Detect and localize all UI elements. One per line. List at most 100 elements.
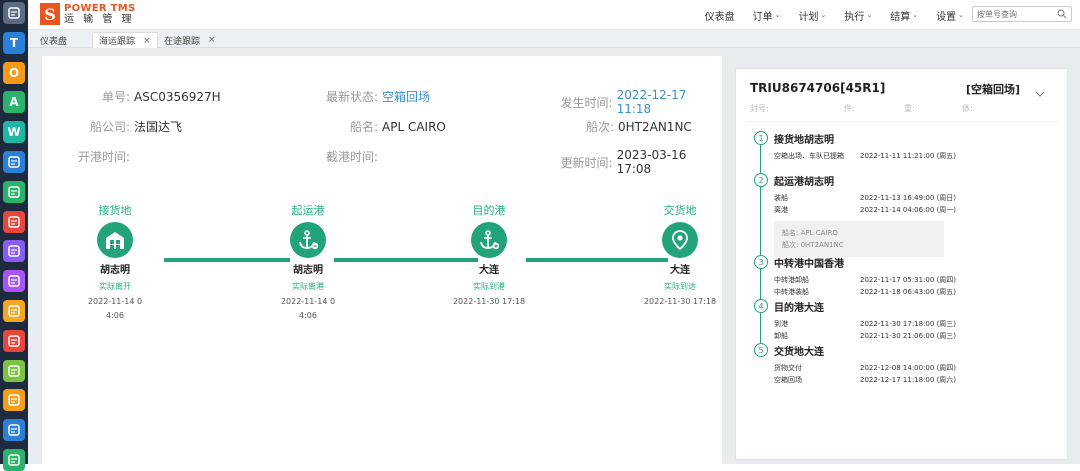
top-header: S POWER TMS 运 输 管 理 仪表盘 订单⌄ 计划⌄ 执行⌄ 结算⌄ 设置⌄ bbox=[28, 0, 1080, 30]
chevron-down-icon[interactable] bbox=[1034, 85, 1048, 99]
wms-app-icon[interactable]: W bbox=[3, 121, 25, 143]
support-app-icon[interactable] bbox=[3, 330, 25, 352]
step-title: 起运港胡志明 bbox=[774, 173, 834, 188]
step-number: 5 bbox=[754, 343, 768, 357]
chevron-down-icon: ⌄ bbox=[775, 11, 781, 19]
content-area: 单号: ASC0356927H 最新状态: 空箱回场 发生时间: 2022-12… bbox=[28, 48, 1080, 464]
user-icon[interactable] bbox=[3, 2, 25, 24]
route-node-destination-port: 目的港 大连 实际到港 2022-11-30 17:18 bbox=[429, 202, 549, 309]
step-title: 交货地大连 bbox=[774, 343, 824, 358]
timeline-line bbox=[760, 187, 761, 255]
hexagon-app-icon[interactable] bbox=[3, 389, 25, 411]
leaf-app-icon[interactable] bbox=[3, 360, 25, 382]
page-tabs: 仪表盘 海运跟踪×在途跟踪× bbox=[28, 30, 1080, 48]
tms-app-icon[interactable]: T bbox=[3, 32, 25, 54]
tab-0[interactable]: 仪表盘 bbox=[34, 32, 73, 48]
step-title: 目的港大连 bbox=[774, 299, 824, 314]
occurred-time-field: 发生时间: 2022-12-17 11:18 bbox=[558, 88, 722, 116]
search-icon[interactable] bbox=[1055, 7, 1069, 21]
container-status: [空箱回场] bbox=[966, 81, 1020, 97]
chevron-down-icon: ⌄ bbox=[912, 11, 918, 19]
step-title: 中转港中国香港 bbox=[774, 255, 844, 270]
updated-time-field: 更新时间: 2023-03-16 17:08 bbox=[558, 148, 722, 176]
step-number: 3 bbox=[754, 255, 768, 269]
chevron-down-icon: ⌄ bbox=[958, 11, 964, 19]
latest-status-field: 最新状态: 空箱回场 bbox=[316, 88, 430, 105]
container-number: TRIU8674706[45R1] bbox=[750, 81, 885, 95]
vessel-field: 船名: APL CAIRO bbox=[316, 118, 446, 135]
order-no-value: ASC0356927H bbox=[134, 90, 221, 104]
order-search bbox=[972, 6, 1072, 22]
tracking-main-panel: 单号: ASC0356927H 最新状态: 空箱回场 发生时间: 2022-12… bbox=[42, 56, 722, 464]
route-node-delivery: 交货地 大连 实际到达 2022-11-30 17:18 bbox=[620, 202, 740, 309]
volume-label: 体: bbox=[962, 103, 973, 114]
nav-item-4[interactable]: 结算⌄ bbox=[890, 8, 918, 23]
logo-subtitle: 运 输 管 理 bbox=[64, 14, 136, 25]
step-title: 接货地胡志明 bbox=[774, 131, 834, 146]
anchor-departure-icon bbox=[290, 222, 326, 258]
logo-mark-icon: S bbox=[40, 3, 60, 25]
cutoff-field: 截港时间: bbox=[316, 148, 382, 165]
ams-app-icon[interactable]: A bbox=[3, 91, 25, 113]
carrier-value: 法国达飞 bbox=[134, 118, 182, 135]
weight-label: 重: bbox=[904, 103, 915, 114]
message-app-icon[interactable] bbox=[3, 211, 25, 233]
nav-item-0[interactable]: 仪表盘 bbox=[705, 8, 735, 23]
vessel-value: APL CAIRO bbox=[382, 120, 446, 134]
carrier-field: 船公司: 法国达飞 bbox=[82, 118, 182, 135]
nav-item-5[interactable]: 设置⌄ bbox=[936, 8, 964, 23]
document-app-icon[interactable] bbox=[3, 181, 25, 203]
timeline-line bbox=[760, 269, 761, 299]
departure-field: 开港时间: bbox=[66, 148, 134, 165]
timeline-line bbox=[760, 145, 761, 173]
nav-item-2[interactable]: 计划⌄ bbox=[799, 8, 827, 23]
step-number: 2 bbox=[754, 173, 768, 187]
logo-brand: POWER TMS bbox=[64, 3, 136, 14]
close-icon[interactable]: × bbox=[143, 36, 151, 46]
order-no-field: 单号: ASC0356927H bbox=[82, 88, 221, 105]
close-icon[interactable]: × bbox=[208, 35, 216, 45]
calendar-app-icon[interactable] bbox=[3, 240, 25, 262]
profile-app-icon[interactable] bbox=[3, 449, 25, 471]
voyage-field: 船次: 0HT2AN1NC bbox=[558, 118, 692, 135]
divider bbox=[746, 121, 1057, 122]
warehouse-icon bbox=[97, 222, 133, 258]
tab-2[interactable]: 在途跟踪× bbox=[158, 32, 222, 48]
team-app-icon[interactable] bbox=[3, 270, 25, 292]
main-nav: 仪表盘 订单⌄ 计划⌄ 执行⌄ 结算⌄ 设置⌄ bbox=[705, 0, 964, 30]
latest-status-value: 空箱回场 bbox=[382, 88, 430, 105]
step-number: 1 bbox=[754, 131, 768, 145]
voyage-value: 0HT2AN1NC bbox=[618, 120, 692, 134]
nav-item-1[interactable]: 订单⌄ bbox=[753, 8, 781, 23]
seal-label: 封号: bbox=[750, 103, 769, 114]
grid-app-icon[interactable] bbox=[3, 151, 25, 173]
tab-1[interactable]: 海运跟踪× bbox=[92, 32, 158, 48]
oms-app-icon[interactable]: O bbox=[3, 62, 25, 84]
step-number: 4 bbox=[754, 299, 768, 313]
chevron-down-icon: ⌄ bbox=[821, 11, 827, 19]
nav-item-3[interactable]: 执行⌄ bbox=[844, 8, 872, 23]
list-app-icon[interactable] bbox=[3, 300, 25, 322]
search-input[interactable] bbox=[973, 10, 1055, 19]
chevron-down-icon: ⌄ bbox=[866, 11, 872, 19]
pieces-label: 件: bbox=[844, 103, 855, 114]
location-pin-icon bbox=[662, 222, 698, 258]
timeline-line bbox=[760, 313, 761, 343]
logo: S POWER TMS 运 输 管 理 bbox=[40, 3, 136, 25]
analytics-app-icon[interactable] bbox=[3, 419, 25, 441]
anchor-arrival-icon bbox=[471, 222, 507, 258]
